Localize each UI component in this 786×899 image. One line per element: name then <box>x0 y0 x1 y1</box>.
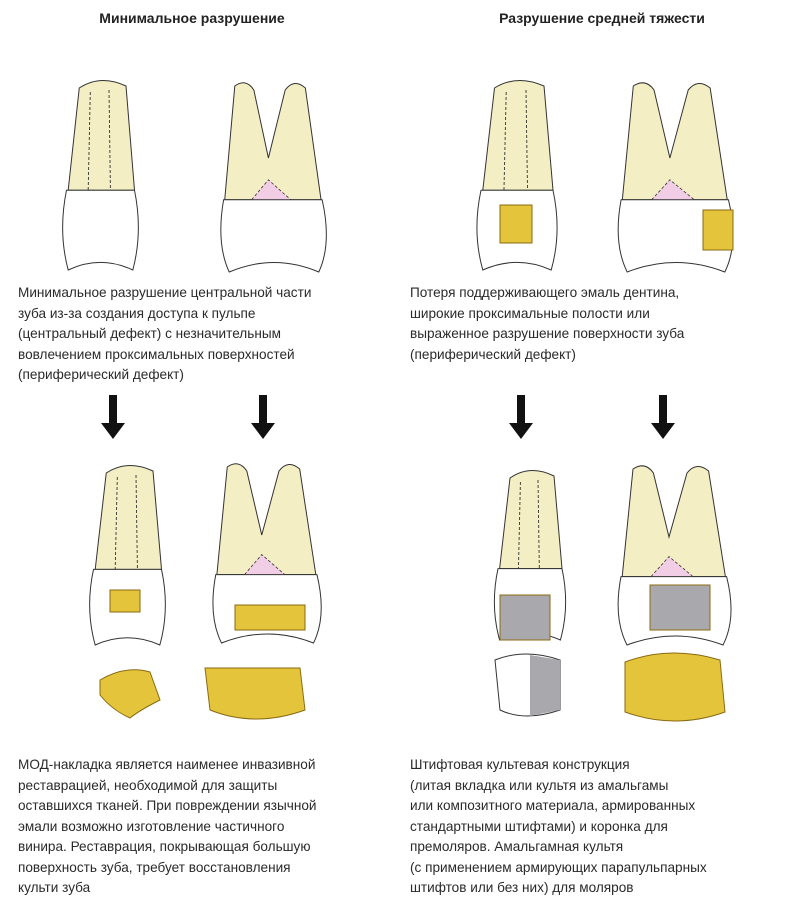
molar-minimal-before <box>220 82 327 273</box>
premolar-minimal-before <box>62 80 139 271</box>
pulp-chamber <box>650 556 694 577</box>
title-minimal-destruction: Минимальное разрушение <box>99 10 285 26</box>
roots <box>621 465 726 578</box>
onlay-cavity <box>109 589 141 613</box>
arrow-down-icon <box>251 395 275 439</box>
crown-shadow <box>530 655 560 716</box>
arrow-down-icon <box>509 395 533 439</box>
crown <box>62 189 139 271</box>
onlay-cavity <box>234 604 306 631</box>
molar-cavity <box>702 209 734 251</box>
description-moderate: Потеря поддерживающего эмаль дентина, ши… <box>410 285 685 362</box>
root <box>67 80 136 191</box>
pulp-chamber <box>244 554 286 575</box>
roots <box>216 463 317 576</box>
treatment-minimal: МОД-накладка является наименее инвазивно… <box>18 757 317 895</box>
pulp-chamber <box>251 179 292 201</box>
roots <box>621 82 728 201</box>
arrow-down-icon <box>651 395 675 439</box>
crown-molar <box>624 652 726 722</box>
onlay-molar-piece <box>204 667 306 720</box>
premolar-with-mod-onlay <box>89 465 166 646</box>
root <box>482 80 554 191</box>
description-minimal: Минимальное разрушение центральной части… <box>18 285 312 382</box>
arrow-down-icon <box>101 395 125 439</box>
roots <box>224 82 322 201</box>
title-moderate-destruction: Разрушение средней тяжести <box>499 10 705 26</box>
onlay-premolar-piece <box>99 669 161 719</box>
crown <box>220 199 327 273</box>
root <box>94 465 163 570</box>
cast-post-core <box>499 594 551 641</box>
pulp-chamber <box>651 179 695 201</box>
amalgam-core <box>649 584 711 631</box>
premolar-cavity <box>499 204 533 244</box>
treatment-moderate: Штифтовая культевая конструкция (литая в… <box>410 757 707 895</box>
root <box>499 470 563 570</box>
